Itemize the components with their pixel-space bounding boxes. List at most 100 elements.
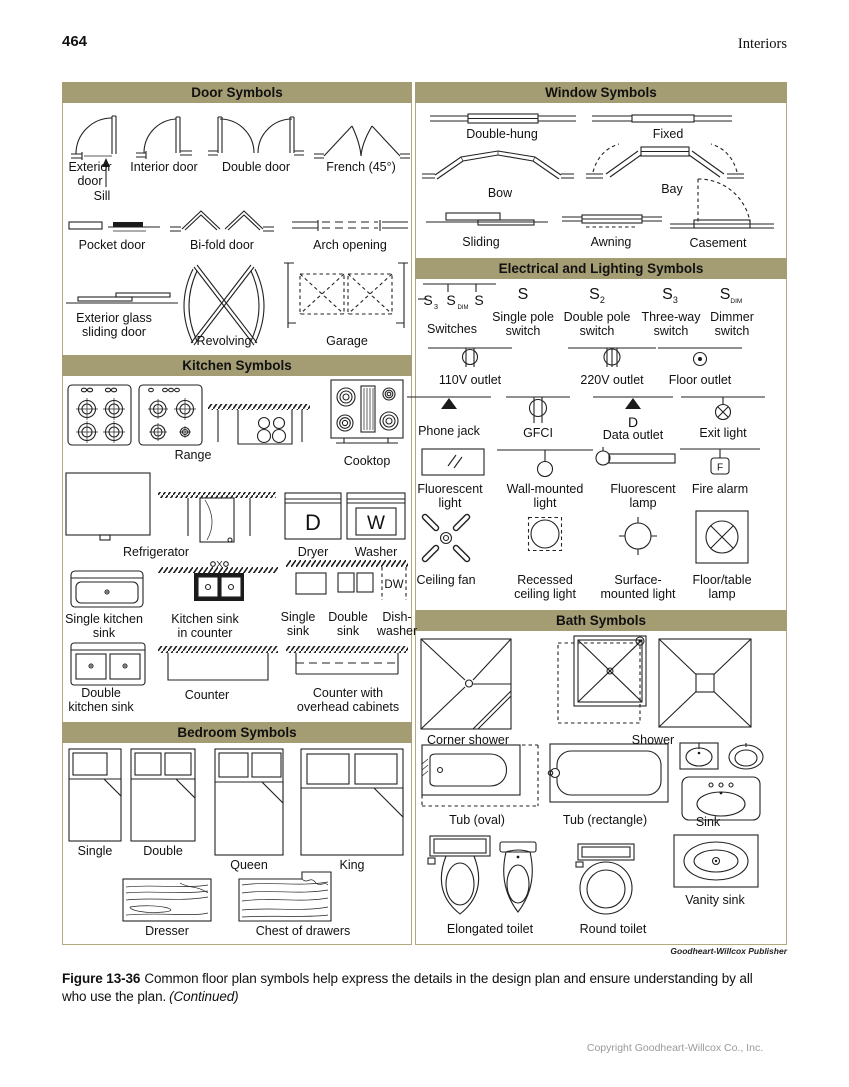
dryer-label: Dryer — [297, 545, 329, 559]
exit-light-icon — [681, 396, 765, 421]
figure-caption-text: Common floor plan symbols help express t… — [62, 970, 753, 1005]
bay-window-label: Bay — [661, 182, 683, 196]
double-pole-switch-icon: S2 — [589, 286, 605, 306]
round-toilet-icon — [575, 843, 635, 915]
elongated-toilet2-icon — [499, 841, 537, 913]
wall-mounted-light-icon — [497, 449, 593, 478]
electrical-symbols-header: Electrical and Lighting Symbols — [415, 258, 787, 279]
svg-text:S: S — [423, 292, 432, 308]
110v-outlet-icon — [428, 347, 512, 367]
refrigerator-icon — [65, 472, 151, 541]
double-kitchen-sink-label: Double kitchen sink — [68, 686, 134, 715]
bifold-door-icon — [170, 210, 274, 232]
range-label: Range — [174, 448, 212, 462]
bath-symbols-header: Bath Symbols — [415, 610, 787, 631]
220v-outlet-label: 220V outlet — [580, 373, 644, 387]
french-door-icon — [314, 125, 410, 159]
vanity-sink-icon — [673, 834, 759, 888]
sink-label: Sink — [695, 815, 721, 829]
arch-opening-icon — [292, 220, 408, 231]
copyright-notice: Copyright Goodheart-Willcox Co., Inc. — [586, 1042, 764, 1054]
dimmer-switch-label: Dimmer switch — [710, 310, 754, 339]
sill-label: Sill — [93, 189, 111, 203]
bifold-door-label: Bi-fold door — [190, 238, 254, 252]
fluorescent-light-icon — [421, 448, 485, 476]
kitchen-sink-in-counter-icon — [158, 560, 278, 601]
king-bed-icon — [300, 748, 404, 856]
dishwasher-label: Dish-washer — [376, 610, 418, 639]
single-sink-label: Single sink — [280, 610, 316, 639]
sliding-glass-door-label: Exterior glass sliding door — [76, 311, 152, 340]
fluorescent-lamp-label: Fluorescent lamp — [610, 482, 676, 511]
shower-dashed-icon — [557, 635, 647, 724]
tub-rectangle-label: Tub (rectangle) — [562, 813, 648, 827]
svg-text:DW: DW — [384, 579, 403, 591]
garage-door-icon — [284, 262, 408, 328]
chest-of-drawers-label: Chest of drawers — [255, 924, 351, 938]
pocket-door-label: Pocket door — [78, 238, 146, 252]
110v-outlet-label: 110V outlet — [438, 373, 502, 387]
cooktop-icon — [330, 379, 404, 444]
kitchen-symbols-header: Kitchen Symbols — [62, 355, 412, 376]
door-symbols-header: Door Symbols — [62, 82, 412, 103]
svg-text:S: S — [446, 292, 455, 308]
floor-outlet-icon — [658, 347, 742, 367]
sink-small-pair-icon — [679, 742, 764, 770]
sliding-glass-door-icon — [66, 292, 178, 304]
fixed-window-icon — [592, 114, 732, 123]
floor-outlet-label: Floor outlet — [668, 373, 732, 387]
counter-icon — [158, 646, 278, 681]
tub-oval-icon — [421, 744, 539, 807]
refrigerator-label: Refrigerator — [123, 545, 189, 559]
svg-text:W: W — [367, 513, 385, 534]
svg-text:F: F — [717, 463, 723, 474]
french-door-label: French (45°) — [326, 160, 396, 174]
fluorescent-lamp-icon — [595, 447, 676, 466]
round-toilet-label: Round toilet — [579, 922, 647, 936]
exit-light-label: Exit light — [699, 426, 747, 440]
double-pole-switch-label: Double pole switch — [563, 310, 631, 339]
double-bed-label: Double — [143, 844, 183, 858]
exterior-door-icon — [71, 115, 117, 160]
double-hung-window-label: Double-hung — [466, 127, 538, 141]
washer-label: Washer — [354, 545, 398, 559]
queen-bed-icon — [214, 748, 284, 856]
pocket-door-icon — [68, 221, 160, 232]
bow-window-icon — [422, 150, 574, 180]
counter-overhead-label: Counter with overhead cabinets — [296, 686, 400, 715]
recessed-light-icon — [527, 516, 563, 552]
running-head: Interiors — [737, 36, 787, 52]
fire-alarm-icon: F — [680, 448, 760, 475]
three-way-switch-label: Three-way switch — [641, 310, 701, 339]
single-kitchen-sink-icon — [70, 570, 144, 608]
switches-label: Switches — [426, 322, 478, 336]
220v-outlet-icon — [568, 347, 656, 367]
surface-mounted-light-label: Surface-mounted light — [600, 573, 676, 602]
sliding-window-label: Sliding — [462, 235, 500, 249]
single-pole-switch-icon: S — [517, 286, 529, 303]
interior-door-icon — [136, 116, 192, 159]
king-bed-label: King — [339, 858, 365, 872]
svg-text:3: 3 — [434, 302, 438, 311]
kitchen-sink-in-counter-label: Kitchen sink in counter — [171, 612, 239, 641]
casement-window-icon — [670, 178, 774, 229]
dimmer-switch-icon: SDIM — [719, 286, 743, 306]
washer-icon: W — [346, 492, 406, 540]
svg-text:S: S — [474, 292, 483, 308]
publisher-credit: Goodheart-Willcox Publisher — [670, 946, 787, 956]
tub-oval-label: Tub (oval) — [449, 813, 505, 827]
revolving-door-label: Revolving — [196, 334, 252, 348]
ceiling-fan-label: Ceiling fan — [416, 573, 476, 587]
svg-text:DIM: DIM — [458, 305, 469, 311]
svg-text:D: D — [628, 414, 638, 430]
recessed-light-label: Recessed ceiling light — [514, 573, 576, 602]
range-stove-icon — [67, 384, 132, 446]
single-bed-label: Single — [77, 844, 113, 858]
single-bed-icon — [68, 748, 122, 842]
page-number: 464 — [62, 33, 88, 50]
cooktop-label: Cooktop — [343, 454, 391, 468]
double-sink-label: Double sink — [328, 610, 368, 639]
sill-arrow-icon — [102, 158, 110, 187]
phone-jack-icon — [407, 396, 491, 409]
